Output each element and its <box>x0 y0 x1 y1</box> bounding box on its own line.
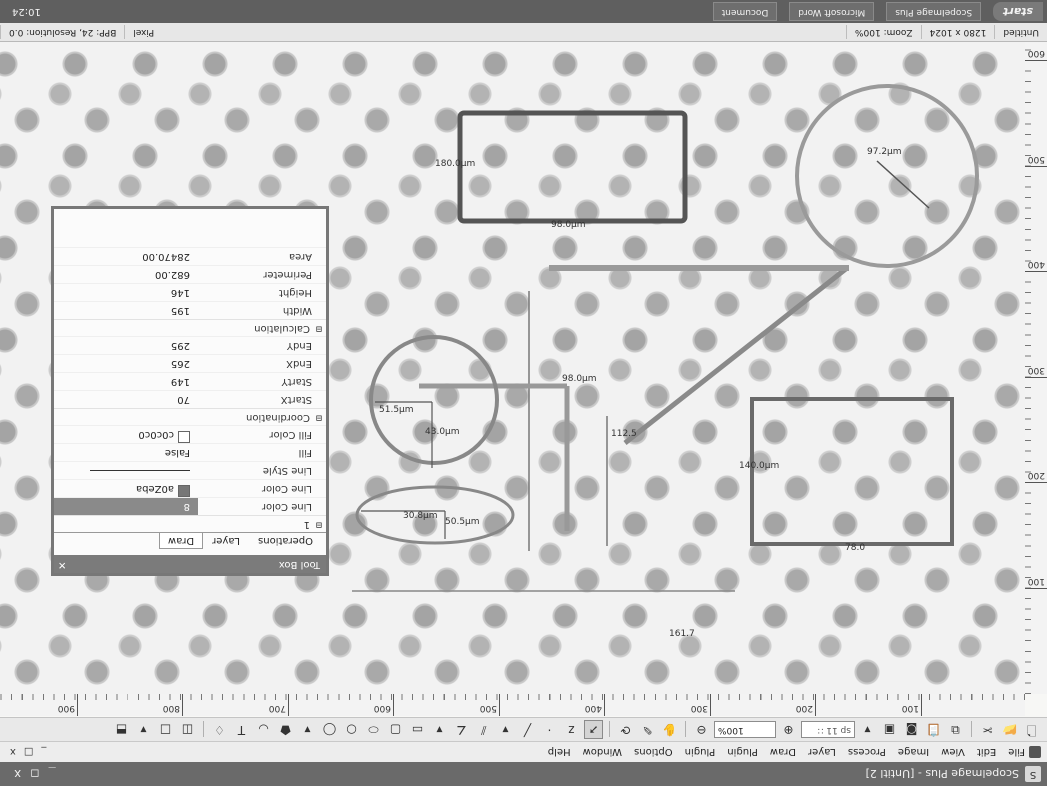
rounded-rect-measurement[interactable] <box>457 110 688 224</box>
ellipse-a: 30.8µm <box>403 511 438 521</box>
status-dimensions: 1280 x 1024 <box>920 25 995 39</box>
line-measurement[interactable] <box>623 266 849 445</box>
big-circle-label: 97.2µm <box>867 147 902 157</box>
section-header[interactable]: Coordination <box>54 408 326 425</box>
rect-top-bottom: 98.0µm <box>551 220 586 230</box>
start-button[interactable]: start <box>993 2 1043 21</box>
taskbar-item[interactable]: ScopeImage Plus <box>886 2 982 21</box>
ellipse-measurement[interactable] <box>355 485 515 545</box>
color-swatch <box>178 431 190 443</box>
taskbar-item[interactable]: Microsoft Word <box>789 2 875 21</box>
status-left: Untitled <box>994 25 1047 39</box>
property-row[interactable]: Line Style <box>54 461 326 479</box>
taskbar-item[interactable]: Document <box>712 2 778 21</box>
line-style-sample <box>90 470 190 472</box>
circle-measurement[interactable] <box>795 84 979 268</box>
tab-layer[interactable]: Layer <box>212 535 241 546</box>
taskbar: start ScopeImage Plus Microsoft Word Doc… <box>0 0 1047 23</box>
tool-box-tabs: Operations Layer Draw <box>54 532 326 555</box>
small-circle-d: 43.0µm <box>425 427 460 437</box>
bracket-label: 98.0µm <box>562 374 597 384</box>
status-bar: Untitled 1280 x 1024 Zoom: 100% Pixel BP… <box>0 23 1047 42</box>
tool-box-panel: Tool Box ✕ Operations Layer Draw 1 Line … <box>51 206 329 576</box>
line-label: 112.5 <box>611 429 637 439</box>
tool-box-title: Tool Box <box>278 559 320 570</box>
small-circle-measurement[interactable] <box>369 335 499 465</box>
rect-bottom-label: 140.0µm <box>739 461 779 471</box>
small-circle-r: 51.5µm <box>379 405 414 415</box>
status-zoom: Zoom: 100% <box>845 25 921 39</box>
ellipse-b: 50.5µm <box>445 517 480 527</box>
clock: 10:24 <box>12 6 41 17</box>
tool-box-title-bar: Tool Box ✕ <box>54 555 326 573</box>
tab-draw[interactable]: Draw <box>159 533 204 549</box>
color-swatch <box>178 485 190 497</box>
status-info: BPP: 24, Resolution: 0.0 <box>0 25 125 39</box>
bottom-label: 161.7 <box>669 629 695 639</box>
section-header[interactable]: 1 <box>54 515 326 532</box>
tab-operations[interactable]: Operations <box>258 535 313 546</box>
rectangle-measurement[interactable] <box>750 397 954 546</box>
close-icon[interactable]: ✕ <box>58 559 67 570</box>
rect-bottom-under: 78.0 <box>845 543 865 553</box>
section-header[interactable]: Calculation <box>54 319 326 336</box>
rect-top-label: 180.0µm <box>435 159 475 169</box>
status-unit: Pixel <box>124 25 163 39</box>
